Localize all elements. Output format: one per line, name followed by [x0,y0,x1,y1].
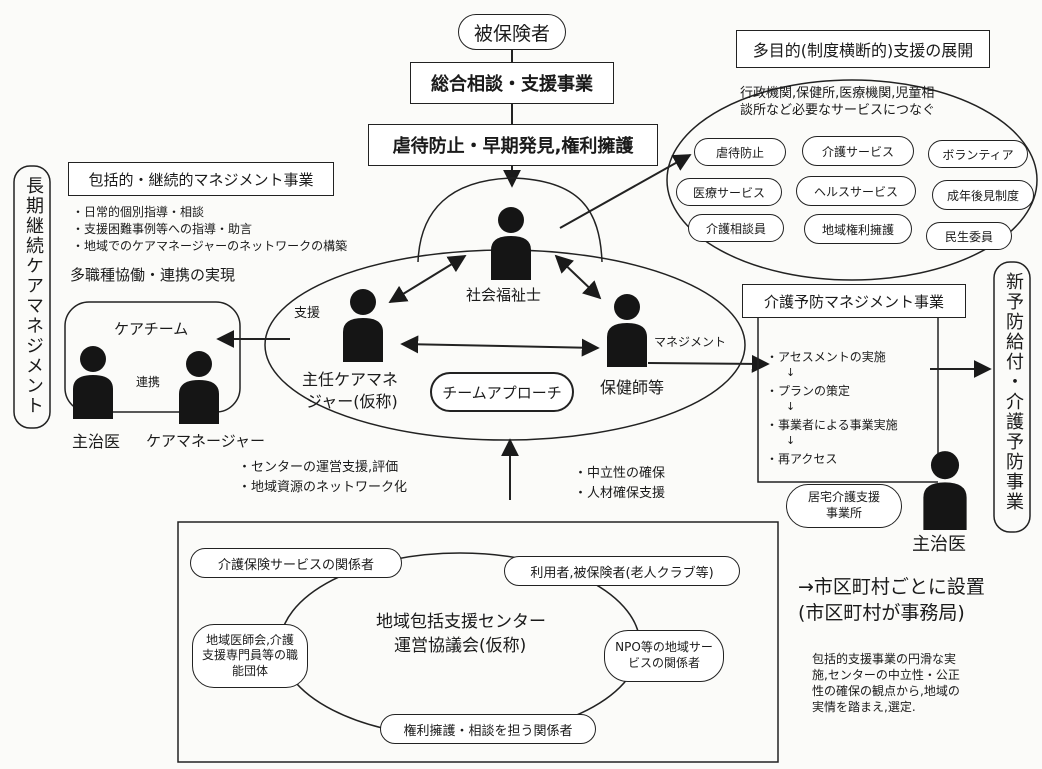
team-approach-label: チームアプローチ [442,383,562,402]
prevent-step: ・アセスメントの実施 [766,350,886,364]
insured-label: 被保険者 [473,22,550,45]
prevent-title: 介護予防マネジメント事業 [763,292,944,311]
left-caremanager-label: ケアマネージャー [146,432,265,450]
prevent-title-box: 介護予防マネジメント事業 [742,284,966,318]
chief-cm-label-1: 主任ケアマネ [302,370,399,389]
careteam-label: ケアチーム [114,320,189,338]
multi-item: 介護サービス [802,136,914,166]
caremanager-person-icon [179,351,219,424]
chief-cm-person-icon [343,289,383,362]
center-dome [417,177,603,263]
council-node-service: 介護保険サービスの関係者 [190,548,402,578]
care-team-box [64,301,241,413]
multi-item: ボランティア [928,140,1028,168]
multi-desc-1: 行政機関,保健所,医療機関,児童相 [740,86,935,101]
mgmt-bullet: ・支援困難事例等への指導・助言 [72,222,253,236]
mid-left-note: ・地域資源のネットワーク化 [238,480,408,495]
collab-label: 多職種協働・連携の実現 [70,266,236,284]
multi-item: 介護相談員 [688,214,784,242]
note-head-2: (市区町村が事務局) [798,602,965,624]
management-label: マネジメント [654,335,727,349]
multi-title-box: 多目的(制度横断的)支援の展開 [736,30,990,68]
council-node-medical: 地域医師会,介護 支援専門員等の職 能団体 [192,624,308,688]
support-label: 支援 [294,306,321,321]
mid-right-note: ・中立性の確保 [574,466,666,481]
care-office-label-2: 事業所 [825,506,862,520]
right-doctor-label: 主治医 [912,534,966,555]
multi-desc-2: 談所など必要なサービスにつなぐ [740,103,936,118]
mgmt-bullet: ・日常的個別指導・相談 [72,205,205,219]
council-title-2: 運営協議会(仮称) [394,636,527,656]
multi-ellipse [666,79,1038,281]
note-body: 包括的支援事業の円滑な実 [812,652,957,666]
note-body: 実情を踏まえ,選定. [812,700,916,714]
prevent-step-arrow: ↓ [786,400,796,413]
abuse-label: 虐待防止・早期発見,権利擁護 [392,136,634,157]
council-title-1: 地域包括支援センター [376,612,546,632]
note-body: 施,センターの中立性・公正 [812,668,960,682]
team-approach-box: チームアプローチ [430,372,574,412]
care-office-label-1: 居宅介護支援 [807,490,880,505]
council-frame [177,521,779,763]
long-term-frame [13,165,51,429]
abuse-box: 虐待防止・早期発見,権利擁護 [368,124,658,166]
prevent-step-arrow: ↓ [786,366,796,379]
mid-left-note: ・センターの運営支援,評価 [238,460,399,475]
multi-title: 多目的(制度横断的)支援の展開 [752,41,974,60]
sw-to-multi-arrow [559,154,692,229]
right-doctor-person-icon [923,451,967,530]
social-worker-label: 社会福祉士 [466,286,542,304]
multi-item: 地域権利擁護 [804,214,912,244]
council-node-npo: NPO等の地域サー ビスの関係者 [604,630,724,682]
sw-to-nurse-arrow [554,254,602,300]
prevent-step: ・プランの策定 [766,384,851,398]
multi-item: 成年後見制度 [932,180,1034,210]
prevent-bracket [757,318,938,483]
chief-to-nurse-arrow [400,335,600,357]
renkei-label: 連携 [136,375,161,389]
long-term-label: 長期継続ケアマネジメント [23,176,44,416]
social-worker-person-icon [491,207,531,280]
consult-label: 総合相談・支援事業 [431,74,593,95]
left-doctor-label: 主治医 [72,432,121,451]
consult-box: 総合相談・支援事業 [410,62,614,104]
mgmt-title: 包括的・継続的マネジメント事業 [88,170,314,189]
mgmt-bullet: ・地域でのケアマネージャーのネットワークの構築 [72,239,348,253]
doctor-person-icon [73,346,113,419]
chief-cm-label-2: ジャー(仮称) [306,392,398,411]
new-policy-label: 新予防給付・介護予防事業 [1003,272,1024,512]
council-node-advocacy: 権利擁護・相談を担う関係者 [380,714,596,744]
multi-item: 医療サービス [676,178,782,206]
nurse-person-icon [607,294,647,367]
new-policy-frame [993,261,1031,533]
prevent-step-arrow: ↓ [786,434,796,447]
nurse-to-prevent-arrow [647,354,770,373]
multi-item: 民生委員 [926,222,1012,250]
note-head-1: →市区町村ごとに設置 [798,576,985,598]
mgmt-title-box: 包括的・継続的マネジメント事業 [68,162,334,196]
insured-box: 被保険者 [458,14,566,50]
sw-to-chief-arrow [388,255,467,303]
multi-item: ヘルスサービス [796,176,916,206]
council-node-users: 利用者,被保険者(老人クラブ等) [504,556,740,586]
mid-right-note: ・人材確保支援 [574,486,666,501]
prevent-step: ・事業者による事業実施 [766,418,898,432]
care-office-box: 居宅介護支援 事業所 [786,484,902,528]
prevent-step: ・再アクセス [766,452,838,466]
note-body: 性の確保の観点から,地域の [812,684,960,698]
nurse-label: 保健師等 [600,378,665,397]
multi-item: 虐待防止 [694,138,786,166]
